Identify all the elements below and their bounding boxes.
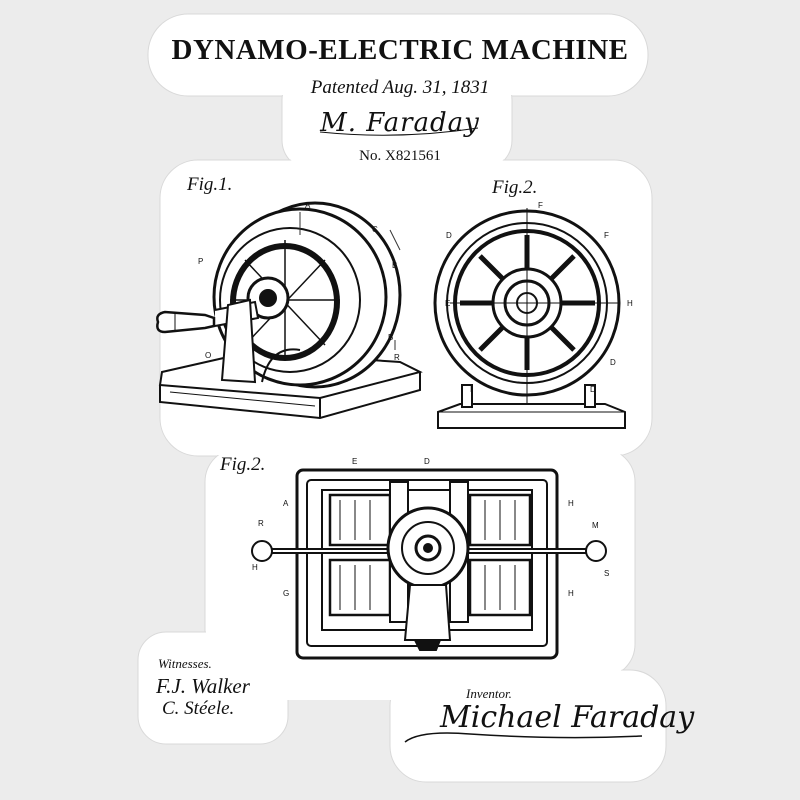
svg-text:D: D xyxy=(424,457,430,466)
svg-text:G: G xyxy=(283,589,289,598)
svg-text:H: H xyxy=(568,589,574,598)
figure-1-label: Fig.1. xyxy=(187,174,232,196)
svg-text:M: M xyxy=(592,521,599,530)
svg-text:H: H xyxy=(252,563,258,572)
svg-text:I: I xyxy=(470,385,472,394)
inventor-signature: Michael Faraday xyxy=(440,700,694,735)
svg-text:A: A xyxy=(305,201,311,210)
svg-text:E: E xyxy=(352,457,357,466)
patent-date: Patented Aug. 31, 1831 xyxy=(0,77,800,99)
svg-text:A: A xyxy=(283,499,289,508)
page-title: DYNAMO-ELECTRIC MACHINE xyxy=(0,34,800,67)
svg-text:H: H xyxy=(627,299,633,308)
svg-text:F: F xyxy=(538,201,543,210)
svg-text:E: E xyxy=(445,299,450,308)
svg-text:D: D xyxy=(446,231,452,240)
svg-text:O: O xyxy=(205,351,211,360)
figure-3-label: Fig.2. xyxy=(220,454,265,476)
svg-text:D: D xyxy=(610,358,616,367)
svg-text:R: R xyxy=(394,353,400,362)
svg-text:F: F xyxy=(604,231,609,240)
svg-text:B: B xyxy=(388,333,393,342)
svg-text:C: C xyxy=(372,225,378,234)
figure-3-drawing: E D A H R M G H S H xyxy=(252,457,609,658)
svg-text:B: B xyxy=(392,261,397,270)
svg-text:D: D xyxy=(590,385,596,394)
svg-text:H: H xyxy=(568,499,574,508)
witness-1-signature: F.J. Walker xyxy=(156,674,250,699)
figure-2-label: Fig.2. xyxy=(492,177,537,199)
witnesses-label: Witnesses. xyxy=(158,656,212,672)
witness-2-signature: C. Stéele. xyxy=(162,698,234,720)
svg-text:P: P xyxy=(198,257,203,266)
svg-text:S: S xyxy=(604,569,609,578)
svg-text:R: R xyxy=(258,519,264,528)
inventor-signature-small: M. Faraday xyxy=(0,108,800,138)
patent-number: No. X821561 xyxy=(0,148,800,165)
